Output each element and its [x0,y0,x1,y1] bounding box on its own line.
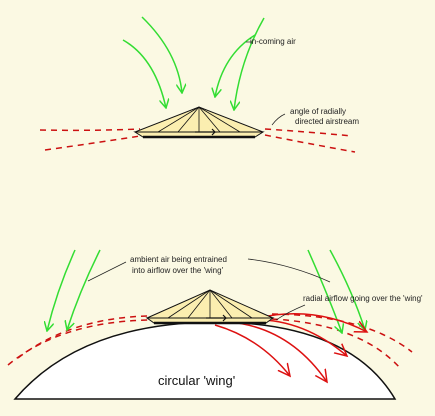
ambient-leaders [87,258,331,283]
label-ambient-line1: ambient air being entrained [130,255,227,264]
device-bottom [145,289,275,325]
radial-leader [275,304,306,321]
top-diagram: in-coming air angle of radially directed… [39,16,359,153]
label-radial-airflow: radial airflow going over the 'wing' [303,294,423,303]
dashed-airstream-top [39,128,356,153]
label-angle-line2: directed airstream [295,117,359,126]
label-ambient-line2: into airflow over the 'wing' [132,266,224,275]
dashed-airstream-bottom [7,313,413,369]
bottom-diagram: ambient air being entrained into airflow… [7,249,423,400]
angle-leader [271,113,286,126]
label-incoming-air: in-coming air [250,37,296,46]
device-top [133,106,265,139]
incoming-air-arrows [122,16,265,110]
label-angle-line1: angle of radially [290,107,346,116]
label-circular-wing: circular 'wing' [158,373,235,388]
